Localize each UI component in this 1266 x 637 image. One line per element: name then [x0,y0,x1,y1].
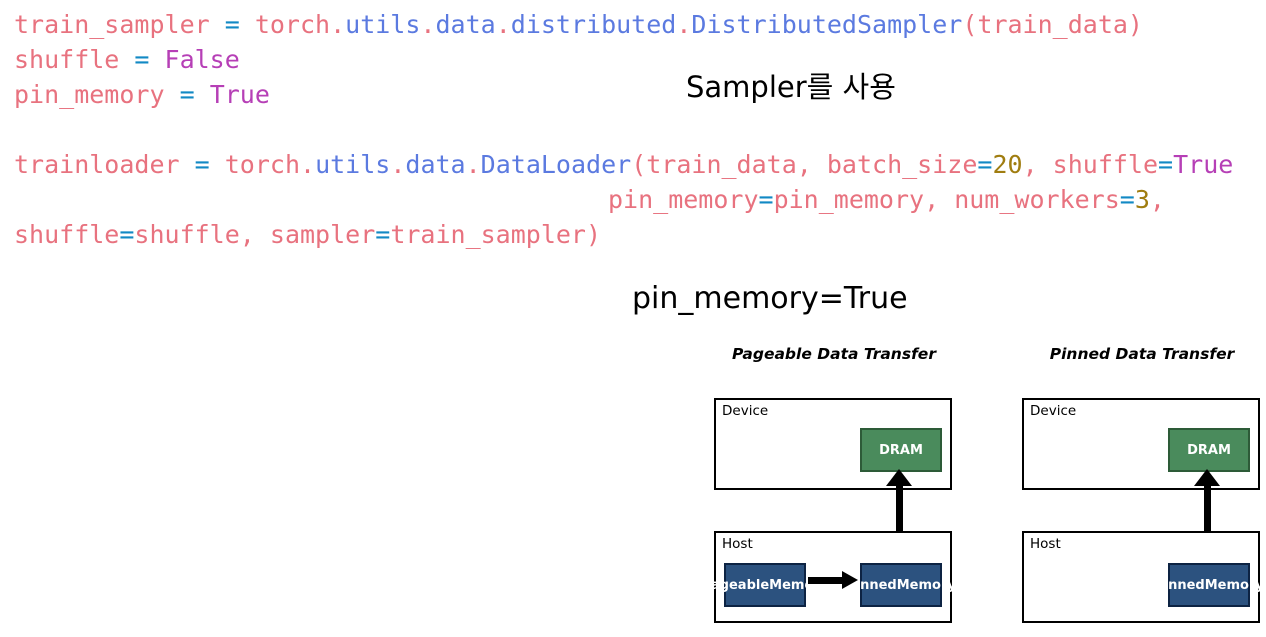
code-token: = [194,150,225,179]
device-label: Device [722,403,769,419]
pageable-to-pinned-arrow-shaft [808,577,846,584]
dram-block: DRAM [860,428,942,472]
code-token: , [1022,150,1053,179]
dram-block: DRAM [1168,428,1250,472]
code-token: utils [345,10,421,39]
host-label: Host [722,536,753,552]
code-line-trainloader: trainloader = torch.utils.data.DataLoade… [14,150,1233,180]
code-token: num_workers [954,185,1120,214]
code-token: = [375,220,391,249]
code-token: train_data [977,10,1128,39]
code-token: trainloader [14,150,195,179]
device-panel: Device DRAM [1022,398,1260,490]
device-panel: Device DRAM [714,398,952,490]
host-to-device-arrow-head [886,469,912,486]
diagram-title: Pinned Data Transfer [1049,345,1235,363]
code-token: , [796,150,827,179]
code-token: . [495,10,511,39]
code-token: , [239,220,270,249]
code-token: . [300,150,316,179]
code-token: . [420,10,436,39]
code-token: = [1119,185,1135,214]
code-line-sampler-arg: shuffle=shuffle, sampler=train_sampler) [14,220,601,250]
code-token: = [224,10,255,39]
code-token: ) [585,220,602,249]
code-token: True [1173,150,1234,179]
code-line-pin-memory: pin_memory = True [14,80,270,110]
code-token: . [465,150,481,179]
code-token: utils [315,150,391,179]
code-token: torch [224,150,300,179]
code-token: False [164,45,240,74]
code-token: = [1158,150,1174,179]
annotation-sampler-note: Sampler를 사용 [686,70,896,104]
pageable-to-pinned-arrow-head [842,571,858,589]
code-token: pin_memory [608,185,759,214]
code-token: , [1149,185,1165,214]
code-token: 3 [1134,185,1150,214]
host-label: Host [1030,536,1061,552]
device-label: Device [1030,403,1077,419]
code-token: True [209,80,270,109]
code-token: ) [1127,10,1143,39]
code-token: ( [962,10,978,39]
code-line-shuffle: shuffle = False [14,45,240,75]
code-token: sampler [269,220,376,249]
code-token: . [390,150,406,179]
code-token: shuffle [134,220,240,249]
code-token: distributed [510,10,677,39]
code-token: DataLoader [480,150,632,179]
code-token: = [119,220,135,249]
host-to-device-arrow-head [1194,469,1220,486]
code-token: shuffle [1052,150,1159,179]
code-token: = [179,80,210,109]
code-token: train_sampler [14,10,225,39]
diagram-title: Pageable Data Transfer [732,345,936,363]
diagram-pageable-data-transfer: Pageable Data Transfer Device DRAM Host … [702,345,956,637]
code-line-pinmemory-arg: pin_memory=pin_memory, num_workers=3, [608,185,1165,215]
annotation-pin-memory-note: pin_memory=True [632,281,908,316]
code-token: torch [254,10,331,39]
code-token: pin_memory [773,185,925,214]
code-token: = [758,185,774,214]
code-token: = [134,45,165,74]
code-token: . [330,10,346,39]
code-token: shuffle [14,45,135,74]
host-to-device-arrow-shaft [896,479,903,563]
diagram-pinned-data-transfer: Pinned Data Transfer Device DRAM Host Pi… [1022,345,1264,637]
host-to-device-arrow-shaft [1204,479,1211,563]
code-token: data [405,150,466,179]
code-line-train-sampler: train_sampler = torch.utils.data.distrib… [14,10,1143,40]
code-token: batch_size [826,150,978,179]
code-token: pin_memory [14,80,180,109]
code-token: DistributedSampler [691,10,963,39]
code-token: train_data [646,150,797,179]
code-token: 20 [992,150,1023,179]
code-token: ( [631,150,647,179]
code-token: shuffle [14,220,120,249]
code-token: data [435,10,496,39]
code-token: = [977,150,993,179]
code-token: train_sampler [390,220,586,249]
code-token: , [924,185,955,214]
code-token: . [676,10,692,39]
